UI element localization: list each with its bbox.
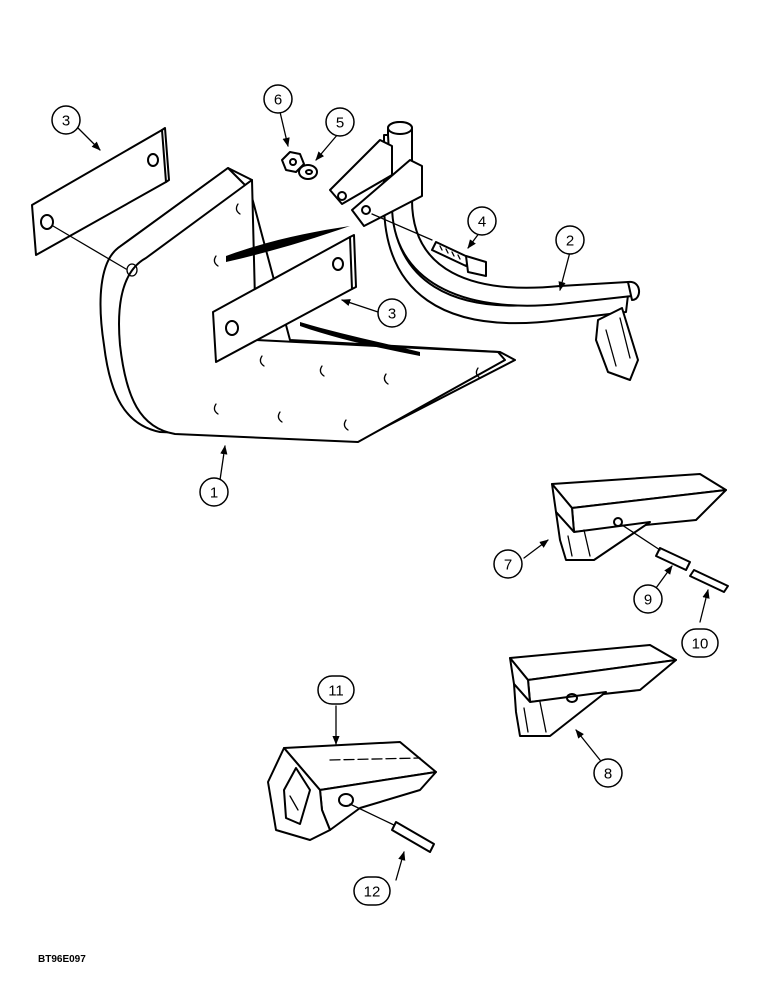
svg-text:1: 1	[210, 485, 218, 502]
sweep-blade-part	[99, 167, 516, 443]
callout-6: 6	[263, 84, 293, 114]
nut-part	[281, 151, 305, 173]
plate-front-part	[212, 234, 357, 363]
svg-text:3: 3	[388, 306, 396, 323]
svg-text:5: 5	[336, 115, 344, 132]
callout-1: 1	[199, 477, 229, 507]
pin-12-part	[391, 821, 435, 853]
svg-text:10: 10	[692, 636, 709, 653]
adapter-11-part	[267, 741, 437, 841]
svg-text:9: 9	[644, 592, 652, 609]
callout-11: 11	[317, 675, 355, 705]
callout-9: 9	[633, 584, 663, 614]
washer-part	[298, 164, 318, 180]
tooth-8-part	[509, 644, 677, 737]
callout-5: 5	[325, 107, 355, 137]
pin-10-part	[689, 569, 729, 593]
callout-4: 4	[467, 206, 497, 236]
callout-10: 10	[681, 628, 719, 658]
svg-text:7: 7	[504, 557, 512, 574]
svg-text:3: 3	[62, 113, 70, 130]
svg-text:4: 4	[478, 214, 486, 231]
leader-lines	[77, 111, 710, 881]
callout-12: 12	[353, 876, 391, 906]
svg-text:11: 11	[328, 683, 344, 700]
svg-text:12: 12	[364, 884, 381, 901]
pin-9-part	[621, 524, 691, 571]
svg-text:8: 8	[604, 766, 612, 783]
tooth-7-part	[551, 473, 727, 561]
svg-text:2: 2	[566, 233, 574, 250]
bolt-part	[431, 241, 487, 277]
callout-3-top: 3	[51, 105, 81, 135]
callout-2: 2	[555, 225, 585, 255]
figure-code: BT96E097	[38, 954, 86, 965]
callout-7: 7	[493, 549, 523, 579]
callout-3-front: 3	[377, 298, 407, 328]
shank-part	[329, 121, 640, 381]
svg-text:6: 6	[274, 92, 282, 109]
callout-8: 8	[593, 758, 623, 788]
plate-top-part	[31, 127, 170, 270]
